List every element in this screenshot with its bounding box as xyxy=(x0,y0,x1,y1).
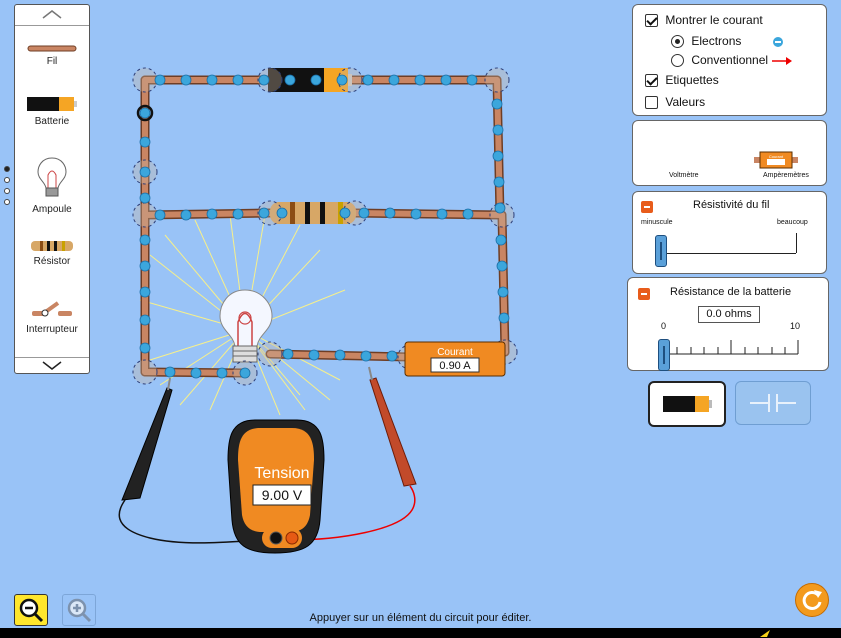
show-current-label: Montrer le courant xyxy=(665,13,763,27)
palette-item-label: Résistor xyxy=(33,256,71,267)
wire-resistivity-min-label: minuscule xyxy=(641,219,673,226)
minus-icon xyxy=(641,200,653,213)
wire-resistivity-collapse-button[interactable] xyxy=(641,199,653,213)
wire-icon xyxy=(27,45,77,52)
phet-logo-icon[interactable] xyxy=(756,628,776,638)
palette-item-bulb[interactable]: Ampoule xyxy=(15,155,89,215)
wire-resistivity-panel: Résistivité du fil minuscule beaucoup xyxy=(632,191,827,274)
battery-icon xyxy=(27,97,77,111)
minus-icon xyxy=(638,287,650,300)
battery-resistance-min: 0 xyxy=(661,321,667,331)
hint-text: Appuyer sur un élément du circuit pour é… xyxy=(309,612,532,624)
values-toggle[interactable]: Valeurs xyxy=(645,95,706,110)
battery-resistance-ticks[interactable] xyxy=(658,334,803,360)
ammeter-value: 0.90 A xyxy=(439,360,471,372)
circuit-junctions[interactable] xyxy=(132,67,518,386)
page-dot[interactable] xyxy=(4,177,10,183)
palette-item-resistor[interactable]: Résistor xyxy=(15,239,89,267)
measurement-tools-panel: Courant Voltmètre Ampèremètres xyxy=(632,120,827,186)
palette-item-label: Fil xyxy=(46,56,58,67)
zoom-out-button[interactable] xyxy=(14,594,48,626)
conventional-option[interactable]: Conventionnel xyxy=(671,53,769,68)
dc-battery-mode-button[interactable] xyxy=(648,381,726,427)
page-dot[interactable] xyxy=(4,166,10,172)
palette-scroll-up-button[interactable] xyxy=(15,7,89,27)
battery-resistance-value: 0.0 ohms xyxy=(698,306,760,323)
wire-resistivity-max-label: beaucoup xyxy=(777,219,808,226)
values-checkbox[interactable] xyxy=(645,96,658,110)
battery-resistance-max: 10 xyxy=(790,321,801,331)
conventional-radio[interactable] xyxy=(671,54,684,68)
show-current-toggle[interactable]: Montrer le courant xyxy=(645,13,763,28)
palette-scroll-down-button[interactable] xyxy=(15,359,89,379)
capacitor-symbol-icon xyxy=(750,394,796,412)
palette-item-battery[interactable]: Batterie xyxy=(15,95,89,127)
switch-icon xyxy=(32,301,72,317)
red-probe[interactable] xyxy=(368,366,417,487)
zoom-out-icon xyxy=(19,598,44,623)
palette-item-wire[interactable]: Fil xyxy=(15,43,89,67)
arrow-right-icon xyxy=(771,55,793,69)
conventional-label: Conventionnel xyxy=(691,53,769,67)
reset-button[interactable] xyxy=(795,583,829,617)
junction-highlight[interactable] xyxy=(136,104,154,122)
voltmeter-value: 9.00 V xyxy=(262,487,303,503)
labels-checkbox[interactable] xyxy=(645,74,658,88)
battery-resistance-title: Résistance de la batterie xyxy=(670,286,792,298)
electron-icon xyxy=(772,36,784,51)
electrons-radio[interactable] xyxy=(671,35,684,49)
voltmeter[interactable]: Tension 9.00 V xyxy=(227,419,325,554)
page-dot[interactable] xyxy=(4,188,10,194)
palette-page-indicator[interactable] xyxy=(4,166,10,210)
ammeter-tool-label[interactable]: Ampèremètres xyxy=(763,172,809,179)
ammeter-title: Courant xyxy=(437,347,473,358)
electrons-label: Electrons xyxy=(691,34,742,48)
component-palette: Fil Batterie Ampoule Résistor xyxy=(14,4,90,374)
view-options-panel: Montrer le courant Electrons Conventionn… xyxy=(632,4,827,116)
show-current-checkbox[interactable] xyxy=(645,14,658,28)
circuit-wires[interactable] xyxy=(140,75,510,378)
wire-resistivity-slider[interactable] xyxy=(655,235,667,267)
battery-icon xyxy=(663,396,712,412)
palette-item-switch[interactable]: Interrupteur xyxy=(15,297,89,335)
palette-item-label: Batterie xyxy=(34,116,70,127)
wire-resistivity-track[interactable] xyxy=(661,253,796,254)
reset-icon xyxy=(802,590,822,610)
battery-resistance-collapse-button[interactable] xyxy=(638,286,650,300)
resistor-icon xyxy=(31,241,73,251)
voltmeter-tool[interactable]: Voltmètre xyxy=(669,172,699,179)
values-label: Valeurs xyxy=(665,95,706,109)
palette-item-label: Ampoule xyxy=(32,204,72,215)
light-bulb-icon xyxy=(37,157,67,197)
circuit-light-bulb[interactable] xyxy=(219,289,273,363)
voltmeter-title: Tension xyxy=(254,465,309,482)
circuit-canvas[interactable]: Courant 0.90 A Tension 9.00 V xyxy=(0,0,841,600)
zoom-in-button[interactable] xyxy=(62,594,96,626)
palette-item-label: Interrupteur xyxy=(26,324,78,335)
bottom-navigation-bar xyxy=(0,628,841,638)
ammeter-icon-text: Courant xyxy=(769,154,784,159)
black-probe[interactable] xyxy=(121,377,173,501)
chevron-down-icon xyxy=(42,361,62,370)
ammeter-tool[interactable]: Courant xyxy=(753,151,799,172)
ammeter-icon: Courant xyxy=(754,151,798,169)
wire-resistivity-title: Résistivité du fil xyxy=(693,199,770,211)
electrons xyxy=(139,74,510,379)
ac-source-mode-button[interactable] xyxy=(735,381,811,425)
labels-toggle[interactable]: Etiquettes xyxy=(645,73,719,88)
zoom-in-icon xyxy=(67,598,92,623)
battery-resistance-slider[interactable] xyxy=(658,339,670,371)
chevron-up-icon xyxy=(42,10,62,19)
battery-resistance-panel: Résistance de la batterie 0.0 ohms 0 10 xyxy=(627,277,829,371)
labels-label: Etiquettes xyxy=(665,73,719,87)
electrons-option[interactable]: Electrons xyxy=(671,34,742,49)
page-dot[interactable] xyxy=(4,199,10,205)
circuit-ammeter[interactable]: Courant 0.90 A xyxy=(404,341,506,377)
